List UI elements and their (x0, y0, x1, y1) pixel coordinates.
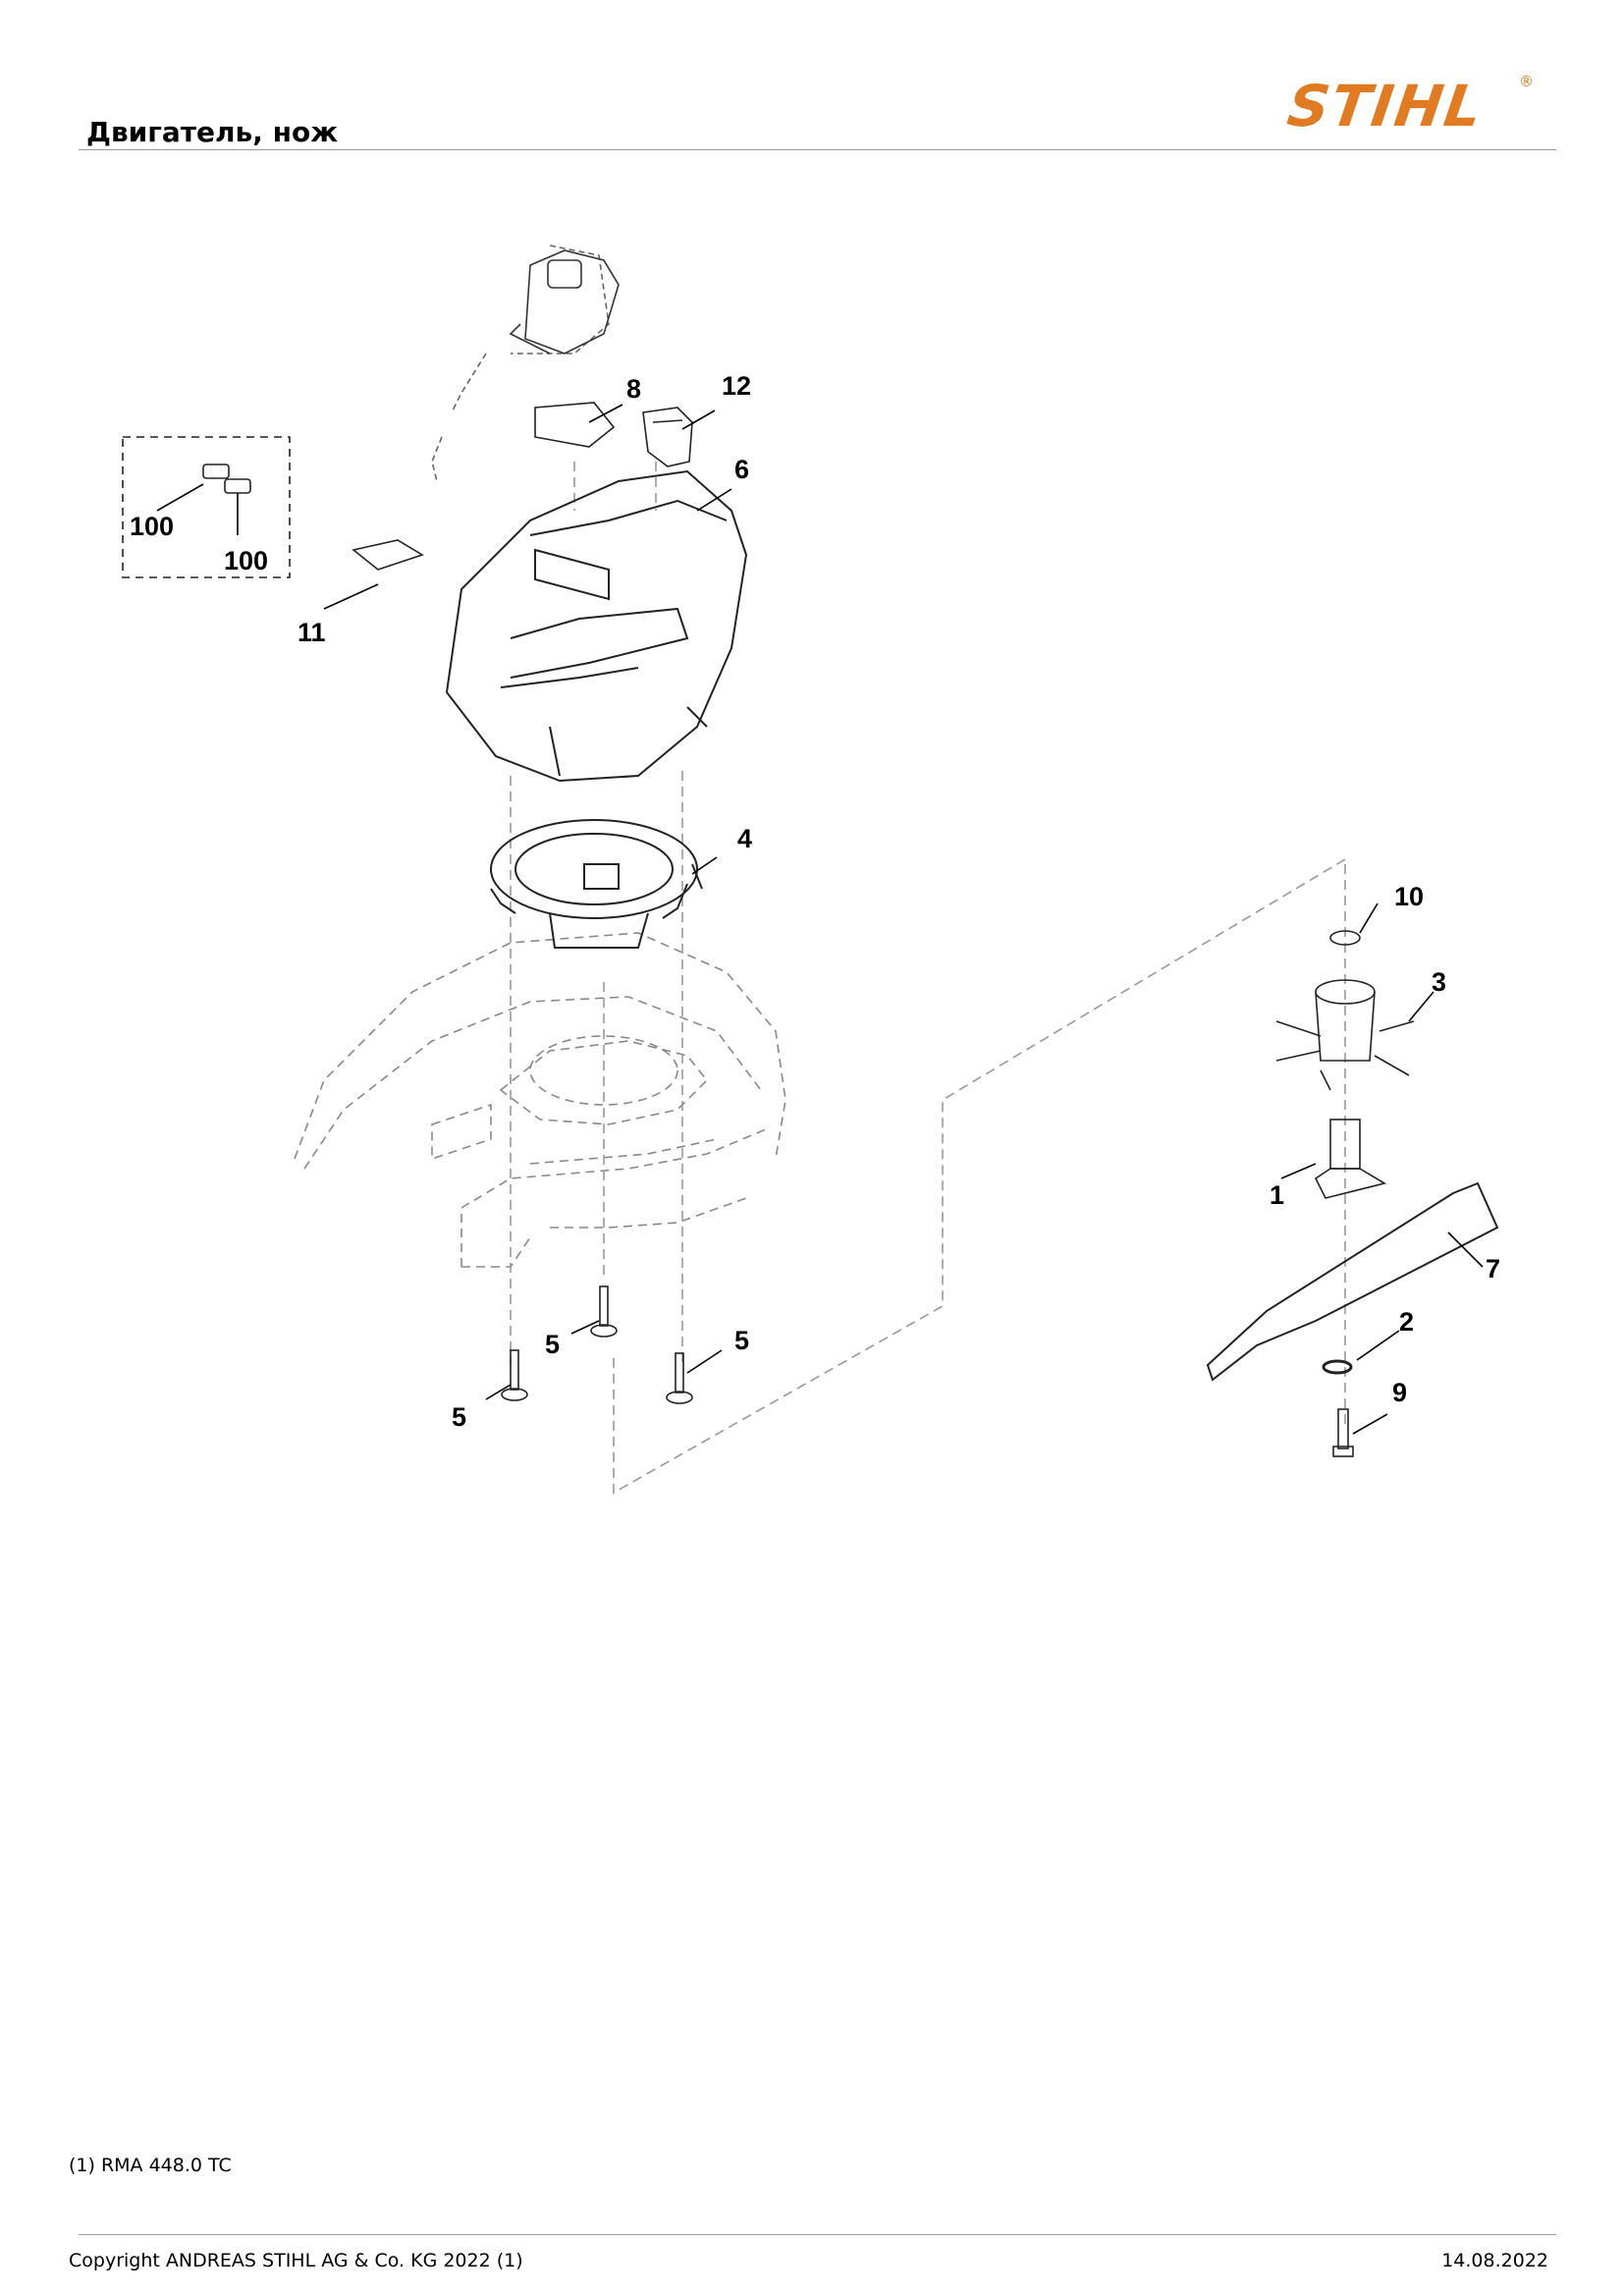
callout-4: 4 (737, 824, 752, 853)
callout-100-right: 100 (224, 546, 268, 575)
footer-divider (79, 2234, 1556, 2235)
part-10-circlip (1329, 930, 1361, 946)
part-2-washer (1322, 1359, 1353, 1375)
header-divider (79, 149, 1556, 150)
leader-lines (156, 404, 1484, 1435)
wiring-harness (431, 245, 610, 482)
callout-3: 3 (1432, 967, 1446, 997)
callout-7: 7 (1486, 1254, 1500, 1284)
document-date: 14.08.2022 (1441, 2250, 1548, 2271)
callout-9: 9 (1392, 1378, 1407, 1407)
part-6-motor-cover (445, 469, 748, 783)
callout-8: 8 (626, 374, 641, 404)
callout-5-right: 5 (734, 1326, 749, 1355)
page-title: Двигатель, нож (86, 116, 339, 148)
control-unit (509, 249, 620, 355)
part-9-blade-bolt (1332, 1408, 1354, 1457)
exploded-parts-diagram: 8 12 6 4 10 3 1 7 2 9 5 5 5 11 100 100 (122, 245, 1500, 1495)
registered-mark: ® (1519, 73, 1534, 90)
part-11-bracket (352, 539, 424, 571)
part-8-label-plate (534, 402, 616, 448)
callout-100-left: 100 (130, 512, 174, 541)
callout-11: 11 (298, 618, 326, 647)
part-4-motor-mount (490, 819, 703, 949)
part-5-bolts (501, 1285, 693, 1404)
stihl-logo: STIHL ® (1282, 71, 1540, 139)
callout-10: 10 (1394, 882, 1424, 911)
callout-1: 1 (1270, 1180, 1284, 1210)
callout-5-left: 5 (452, 1402, 466, 1432)
copyright-text: Copyright ANDREAS STIHL AG & Co. KG 2022… (69, 2250, 523, 2271)
callout-2: 2 (1399, 1307, 1414, 1337)
callout-12: 12 (722, 371, 751, 401)
part-100-connectors (202, 464, 251, 494)
callout-5-middle: 5 (545, 1330, 560, 1359)
model-note: (1) RMA 448.0 TC (69, 2155, 232, 2176)
part-12-switch (642, 407, 693, 467)
optional-parts-box (122, 436, 291, 578)
assembly-path (613, 858, 1346, 1495)
callout-6: 6 (734, 455, 749, 484)
part-1-blade-adapter (1314, 1119, 1387, 1199)
mower-deck-ghost (294, 932, 786, 1268)
part-3-fan (1275, 979, 1415, 1091)
part-7-blade (1206, 1181, 1499, 1382)
